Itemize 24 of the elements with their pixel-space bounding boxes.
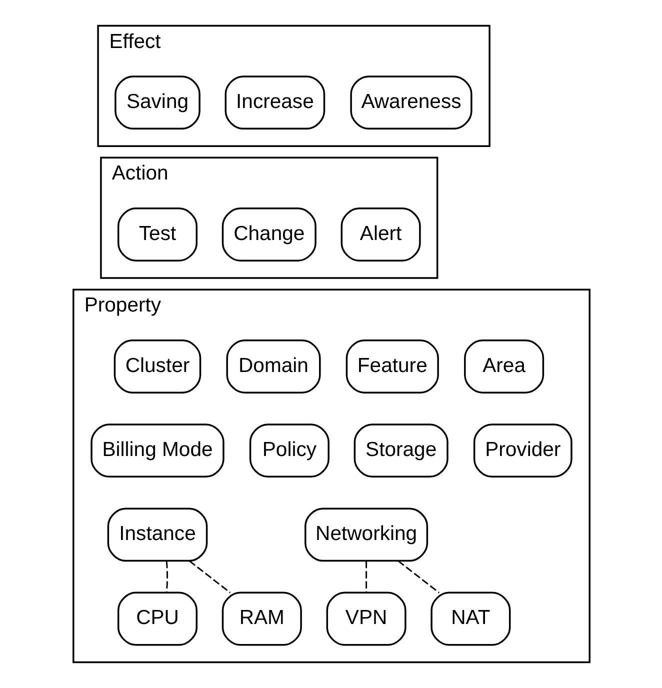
node-box: Change [221,208,316,262]
node-box: CPU [116,592,198,646]
connector [365,560,367,593]
node-box: RAM [221,592,302,646]
connector [397,560,439,594]
node-box: Increase [224,76,325,130]
node-box: Provider [472,424,572,478]
connector [188,560,230,594]
node-box: Alert [340,208,420,262]
node-box: Instance [106,508,208,562]
node-box: Cluster [113,340,201,394]
node-box: Test [116,208,198,262]
node-box: Billing Mode [90,424,224,478]
node-box: Area [464,340,544,394]
node-box: Domain [226,340,320,394]
node-box: VPN [326,592,406,646]
connector [165,560,168,593]
node-box: Policy [248,424,329,478]
node-box: Networking [304,508,428,562]
node-box: NAT [430,592,510,646]
node-box: Saving [114,76,200,130]
node-box: Awareness [350,76,472,130]
node-box: Feature [345,340,438,394]
node-box: Storage [353,424,448,478]
